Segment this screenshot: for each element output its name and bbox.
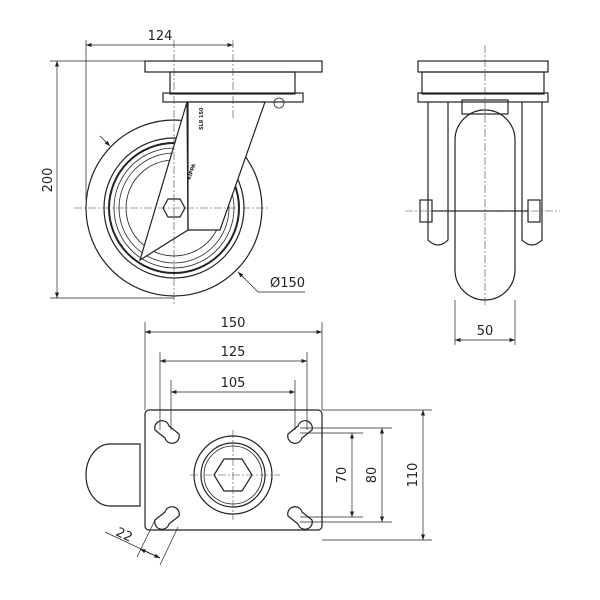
fork-brand-label: KIPPA — [186, 163, 197, 181]
dim-70: 70 — [335, 467, 350, 484]
side-view: 50 — [405, 45, 560, 345]
fork-code-label: SL8 150 — [199, 107, 205, 130]
dim-200: 200 — [41, 168, 56, 193]
top-view: 150 125 105 70 80 110 22 — [85, 316, 432, 566]
grease-nipple-icon — [273, 97, 285, 109]
dim-50: 50 — [477, 324, 494, 339]
dim-22: 22 — [113, 525, 134, 546]
dim-150: 150 — [221, 316, 246, 331]
dim-110: 110 — [406, 463, 421, 488]
dim-125: 125 — [221, 345, 246, 360]
dim-105: 105 — [221, 376, 246, 391]
dim-124: 124 — [148, 29, 173, 44]
dim-80: 80 — [365, 467, 380, 484]
front-view: SL8 150 KIPPA 124 200 Ø150 — [41, 29, 323, 306]
dim-diameter-150: Ø150 — [270, 276, 305, 291]
